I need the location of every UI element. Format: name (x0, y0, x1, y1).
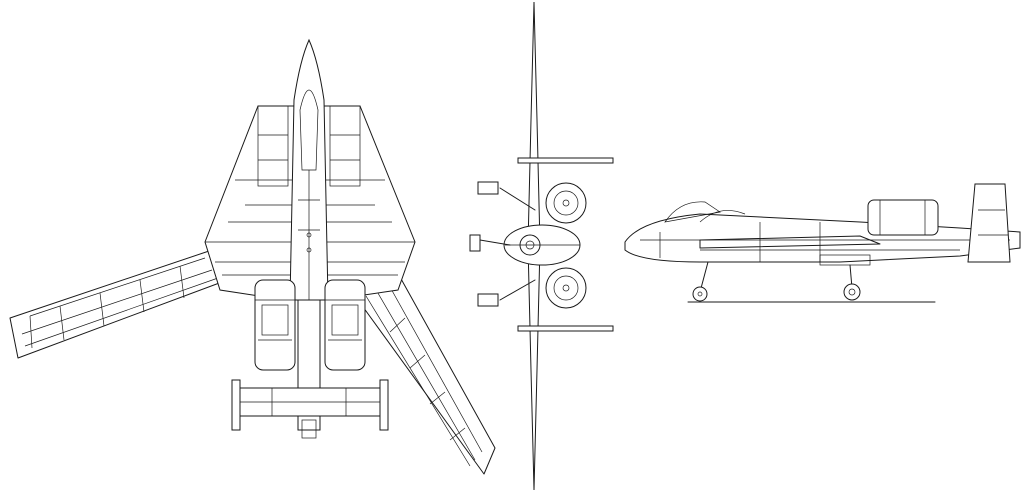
top-view-engines (254, 279, 366, 371)
top-view-tail (231, 299, 389, 439)
front-view-engines (545, 182, 587, 309)
side-view-landing-gear (692, 261, 861, 302)
side-view-tail (967, 183, 1011, 263)
top-view (9, 38, 496, 475)
side-view-wing-stores (699, 235, 881, 266)
front-view-pylons (517, 157, 614, 332)
front-view-landing-gear (469, 181, 536, 307)
top-view-left-wing (9, 249, 223, 359)
top-view-fuselage (204, 38, 416, 301)
side-view-fuselage (624, 201, 1021, 263)
front-view (469, 1, 614, 491)
top-view-right-wing (357, 267, 496, 475)
side-view-engine (867, 199, 939, 236)
front-view-fuselage (503, 224, 581, 266)
side-view (624, 183, 1021, 303)
